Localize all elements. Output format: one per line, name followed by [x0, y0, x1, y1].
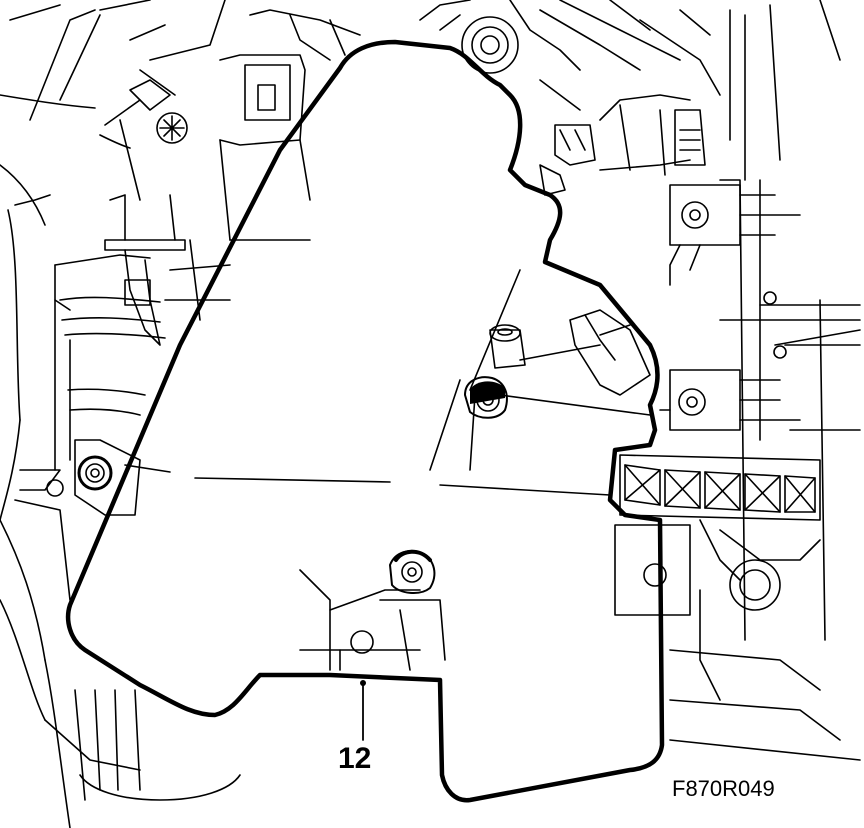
cover-internal-lines	[124, 269, 651, 671]
cover-outline	[65, 39, 665, 803]
callout-leader-dot	[360, 680, 366, 686]
cover-bolts	[46, 309, 651, 594]
left-housing-lines	[0, 0, 241, 828]
lattice-bracket	[614, 454, 821, 616]
figure-reference-code: F870R049	[672, 776, 775, 801]
top-left-clips	[14, 54, 311, 346]
top-right-structure	[249, 0, 841, 196]
callout-number-label: 12	[338, 742, 372, 775]
right-brackets	[659, 179, 861, 761]
